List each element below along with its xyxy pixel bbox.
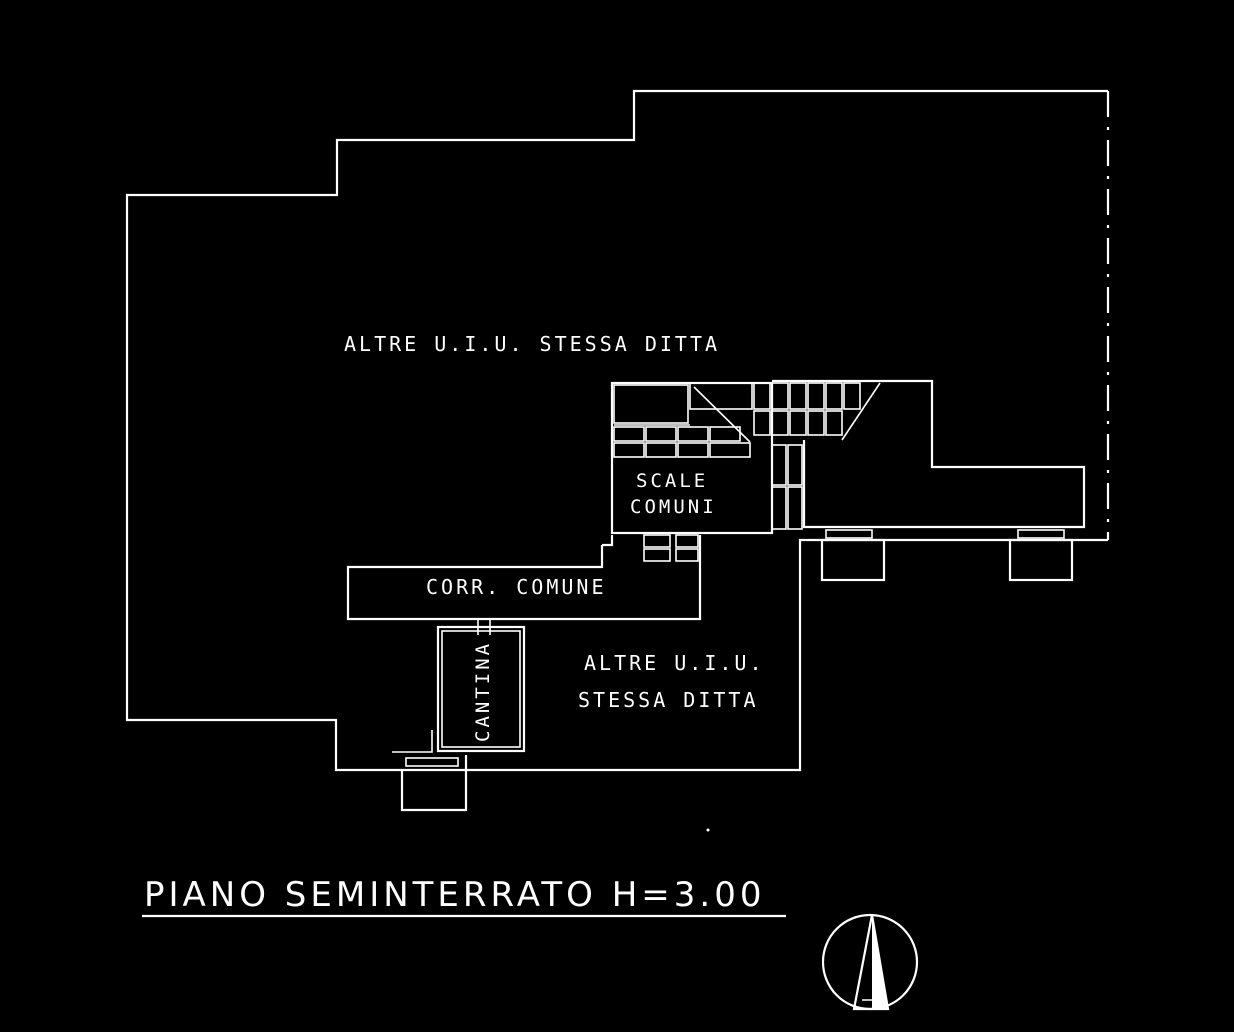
stair-landing <box>613 384 689 424</box>
label-lower-units-line2: STESSA DITTA <box>578 688 759 712</box>
lower-window <box>405 757 459 767</box>
label-cellar: CANTINA <box>472 641 494 742</box>
lower-lightwell <box>400 755 468 812</box>
window-right <box>1017 529 1065 539</box>
label-lower-units-line1: ALTRE U.I.U. <box>584 651 765 675</box>
lower-entry-step <box>392 730 433 753</box>
stair-treads-upper <box>613 382 881 458</box>
common-corridor-wall <box>346 545 702 621</box>
window-center <box>825 529 873 539</box>
core-block-wall <box>772 379 1086 529</box>
label-upper-other-units: ALTRE U.I.U. STESSA DITTA <box>344 332 720 356</box>
lightwell-right <box>1008 538 1074 582</box>
label-stairs-line1: SCALE <box>636 470 708 492</box>
north-arrow-icon <box>821 913 919 1011</box>
label-stairs-line2: COMUNI <box>630 496 717 518</box>
stair-entry-steps <box>602 534 702 566</box>
survey-mark <box>706 828 710 832</box>
floor-title: PIANO SEMINTERRATO H=3.00 <box>144 875 766 915</box>
cellar-outline <box>436 625 526 753</box>
stair-treads-vertical <box>771 444 803 530</box>
label-common-corridor: CORR. COMUNE <box>426 575 607 599</box>
cellar-inner-wall <box>441 630 521 748</box>
outer-perimeter-wall <box>125 89 1108 772</box>
lightwell-center <box>820 538 886 582</box>
